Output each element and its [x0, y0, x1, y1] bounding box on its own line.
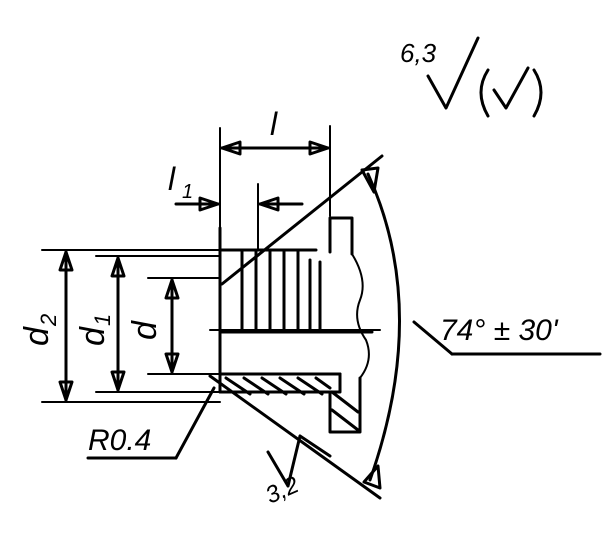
angle-leader [412, 320, 454, 356]
dim-l1-label: l [168, 161, 176, 197]
local-roughness-icon [266, 434, 332, 488]
arc-arrow-bottom-icon [362, 464, 382, 490]
radius-label: R0.4 [88, 424, 151, 457]
left-paren-icon [479, 68, 490, 118]
cone-lower-line [208, 374, 382, 500]
dim-d2-label: d [18, 326, 56, 346]
small-check-icon [492, 66, 530, 110]
dim-d-label: d [126, 320, 164, 340]
dim-d2-subscript: 2 [36, 314, 61, 327]
angle-label: 74° ± 30' [440, 314, 559, 347]
roughness-check-icon [426, 36, 480, 110]
right-paren-icon [532, 68, 543, 118]
dim-d1-subscript: 1 [90, 314, 115, 326]
local-roughness-label: 3,2 [261, 471, 302, 509]
arc-arrow-top-icon [360, 166, 380, 194]
dim-l1-subscript: 1 [182, 181, 193, 203]
dim-l-label: l [270, 106, 278, 142]
cone-upper-line [220, 154, 384, 286]
angle-arc [366, 172, 401, 482]
roughness-symbol: 6,3 [400, 36, 543, 118]
roughness-value: 6,3 [400, 38, 437, 68]
radius-leader [174, 386, 216, 460]
dim-d1-label: d [74, 326, 112, 346]
